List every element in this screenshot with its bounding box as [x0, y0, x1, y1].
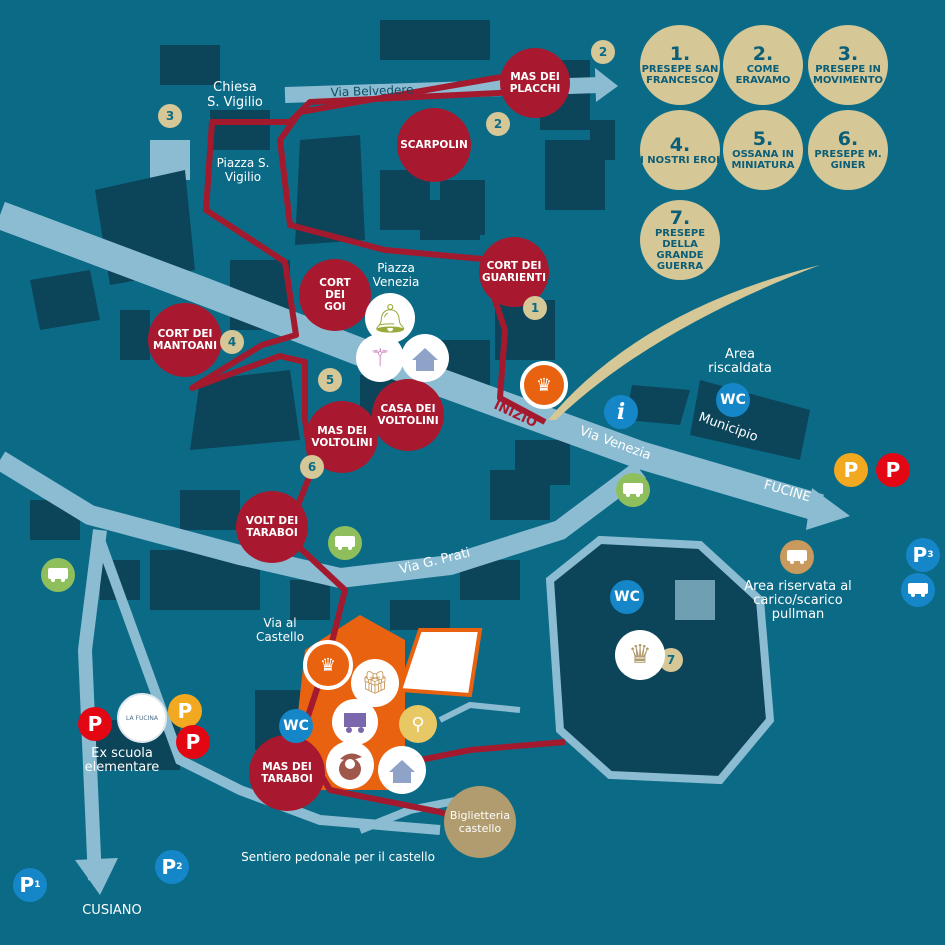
- number-marker: 1: [523, 296, 547, 320]
- crown-icon: ♛: [615, 630, 665, 680]
- number-marker: 2: [486, 112, 510, 136]
- stop-cort-dei-mantoani[interactable]: CORT DEI MANTOANI: [148, 303, 222, 377]
- pacifier-icon: ⚲: [399, 705, 437, 743]
- legend-item-2: 2.COME ERAVAMO: [723, 25, 803, 105]
- bus-stop-icon: [616, 473, 650, 507]
- stop-mas-dei-voltolini[interactable]: MAS DEI VOLTOLINI: [306, 401, 378, 473]
- legend-text: PRESEPE DELLA GRANDE GUERRA: [654, 228, 706, 272]
- wc-icon: WC: [716, 383, 750, 417]
- legend-text: PRESEPE SAN FRANCESCO: [641, 64, 719, 86]
- mine-cart-icon: [332, 699, 378, 745]
- crown-icon: ♛: [303, 640, 353, 690]
- legend-text: COME ERAVAMO: [735, 64, 791, 86]
- number-marker: 3: [158, 104, 182, 128]
- parking-number: 3: [927, 550, 934, 560]
- label-piazza-vigilio: Piazza S. Vigilio: [216, 156, 270, 184]
- number-marker: 2: [591, 40, 615, 64]
- legend-number: 7.: [669, 207, 691, 229]
- wc-icon: WC: [279, 709, 313, 743]
- broom-icon: ⚚: [356, 334, 404, 382]
- parking-icon: P: [876, 453, 910, 487]
- legend-number: 2.: [752, 43, 774, 65]
- label-cusiano: CUSIANO: [82, 903, 142, 918]
- parking-letter: P: [161, 855, 177, 879]
- legend-number: 4.: [669, 133, 691, 156]
- legend-text: I NOSTRI EROI: [640, 154, 720, 166]
- legend-item-7: 7.PRESEPE DELLA GRANDE GUERRA: [640, 200, 720, 280]
- info-icon[interactable]: i: [604, 395, 638, 429]
- label-sentiero: Sentiero pedonale per il castello: [241, 850, 435, 864]
- legend-number: 1.: [669, 43, 691, 65]
- house-icon: [401, 334, 449, 382]
- parking-number: 2: [176, 862, 183, 872]
- number-marker: 4: [220, 330, 244, 354]
- crown-icon: ♛: [520, 361, 568, 409]
- label-via-belvedere: Via Belvedere: [330, 82, 414, 100]
- walking-route: [277, 69, 547, 425]
- bus-icon: [901, 573, 935, 607]
- stop-mas-dei-placchi[interactable]: MAS DEI PLACCHI: [500, 48, 570, 118]
- parking-icon: P: [168, 694, 202, 728]
- house-icon: [378, 746, 426, 794]
- label-via-castello: Via al Castello: [255, 616, 305, 644]
- stop-cort-dei-guarienti[interactable]: CORT DEI GUARIENTI: [479, 237, 549, 307]
- label-area-riscaldata: Area riscaldata: [708, 347, 772, 376]
- ticket-office[interactable]: Biglietteria castello: [444, 786, 516, 858]
- parking-icon: P: [78, 707, 112, 741]
- la-fucina-logo: LA FUCINA: [117, 693, 167, 743]
- number-marker: 6: [300, 455, 324, 479]
- parking-number: 1: [34, 880, 41, 890]
- label-piazza-venezia: Piazza Venezia: [372, 261, 420, 289]
- legend-item-3: 3.PRESEPE IN MOVIMENTO: [808, 25, 888, 105]
- bus-stop-icon: [328, 526, 362, 560]
- stop-cort-dei-goi[interactable]: CORT DEI GOI: [299, 259, 371, 331]
- legend-text: PRESEPE IN MOVIMENTO: [812, 64, 884, 86]
- label-chiesa: Chiesa S. Vigilio: [207, 80, 263, 110]
- legend-number: 5.: [752, 128, 774, 150]
- label-area-pullman: Area riservata al carico/scarico pullman: [744, 579, 852, 622]
- legend-number: 3.: [837, 43, 859, 65]
- stop-mas-dei-taraboi[interactable]: MAS DEI TARABOI: [249, 735, 325, 811]
- stop-scarpolin[interactable]: SCARPOLIN: [397, 108, 471, 182]
- parking-letter: P: [912, 543, 928, 567]
- bell-icon: 🔔︎: [365, 293, 415, 343]
- stop-volt-dei-taraboi[interactable]: VOLT DEI TARABOI: [236, 491, 308, 563]
- legend-text: PRESEPE M. GINER: [814, 149, 882, 171]
- legend-item-5: 5.OSSANA IN MINIATURA: [723, 110, 803, 190]
- castle-tower-icon: [397, 628, 483, 698]
- number-marker: 5: [318, 368, 342, 392]
- parking-letter: P: [19, 873, 35, 897]
- santa-icon: [326, 741, 374, 789]
- stop-casa-dei-voltolini[interactable]: CASA DEI VOLTOLINI: [372, 379, 444, 451]
- coach-parking-icon: [780, 540, 814, 574]
- legend-text: OSSANA IN MINIATURA: [731, 149, 795, 171]
- legend-item-1: 1.PRESEPE SAN FRANCESCO: [640, 25, 720, 105]
- label-ex-scuola: Ex scuola elementare: [84, 746, 160, 775]
- legend-item-4: 4.I NOSTRI EROI: [640, 110, 720, 190]
- parking-icon: P: [176, 725, 210, 759]
- legend-number: 6.: [837, 128, 859, 150]
- legend-item-6: 6.PRESEPE M. GINER: [808, 110, 888, 190]
- bus-stop-icon: [41, 558, 75, 592]
- parking-icon: P: [834, 453, 868, 487]
- wc-icon: WC: [610, 580, 644, 614]
